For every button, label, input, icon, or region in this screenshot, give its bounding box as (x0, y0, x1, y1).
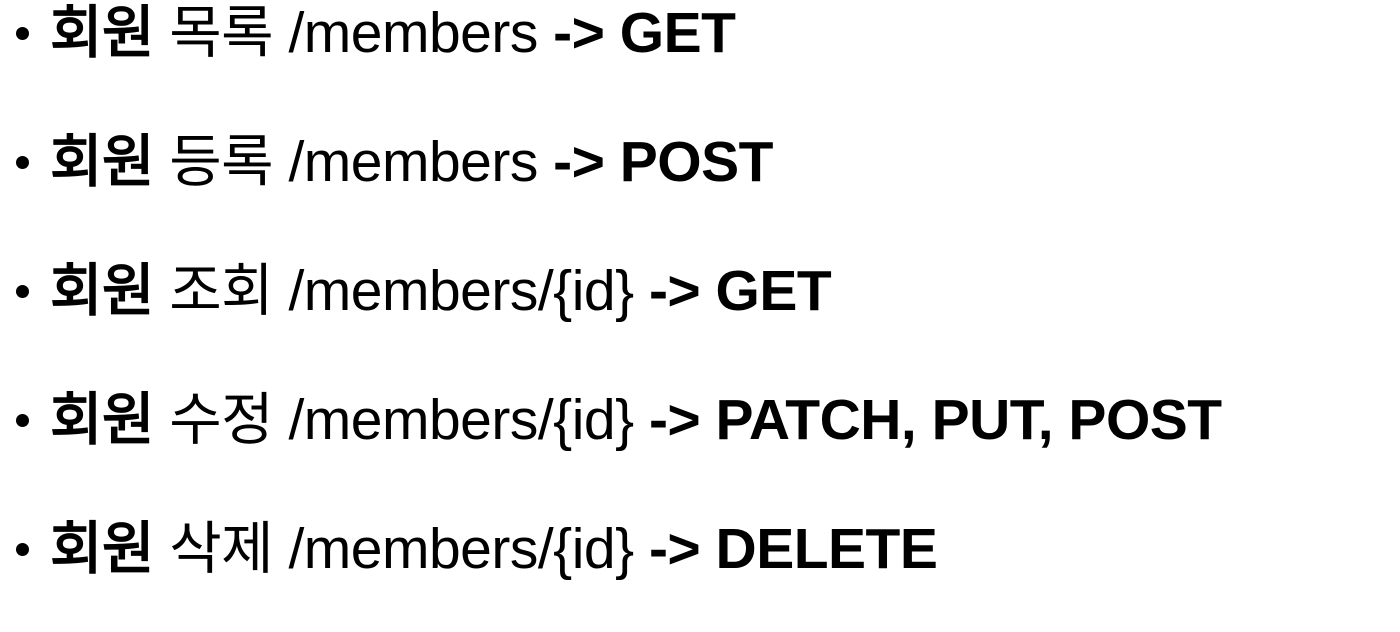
list-item-text: 회원 삭제 /members/{id} -> DELETE (50, 516, 938, 582)
item-keyword: 회원 (50, 388, 154, 452)
list-item-text: 회원 조회 /members/{id} -> GET (50, 258, 832, 324)
endpoint-list: 회원 목록 /members -> GET 회원 등록 /members -> … (16, 0, 1400, 582)
bullet-dot-icon (16, 284, 29, 298)
list-item-text: 회원 등록 /members -> POST (50, 129, 773, 195)
item-keyword: 회원 (50, 130, 154, 194)
item-path: 목록 /members (153, 1, 554, 65)
item-keyword: 회원 (50, 517, 154, 581)
list-item-text: 회원 목록 /members -> GET (50, 0, 736, 66)
item-keyword: 회원 (50, 1, 154, 65)
bullet-dot-icon (16, 413, 29, 427)
list-item: 회원 조회 /members/{id} -> GET (16, 258, 1400, 324)
bullet-dot-icon (16, 26, 29, 40)
bullet-dot-icon (16, 155, 29, 169)
list-item: 회원 등록 /members -> POST (16, 129, 1400, 195)
list-item: 회원 수정 /members/{id} -> PATCH, PUT, POST (16, 387, 1400, 453)
item-path: 등록 /members (153, 130, 554, 194)
item-path: 조회 /members/{id} (153, 259, 649, 323)
item-path: 수정 /members/{id} (153, 388, 649, 452)
item-keyword: 회원 (50, 259, 154, 323)
document-page: 회원 목록 /members -> GET 회원 등록 /members -> … (16, 0, 1400, 582)
item-http-method: -> DELETE (648, 517, 938, 581)
bullet-dot-icon (16, 542, 29, 556)
list-item: 회원 삭제 /members/{id} -> DELETE (16, 516, 1400, 582)
list-item: 회원 목록 /members -> GET (16, 0, 1400, 66)
item-http-method: -> PATCH, PUT, POST (648, 388, 1222, 452)
item-http-method: -> POST (553, 130, 773, 194)
item-http-method: -> GET (553, 1, 736, 65)
item-http-method: -> GET (648, 259, 832, 323)
item-path: 삭제 /members/{id} (153, 517, 649, 581)
list-item-text: 회원 수정 /members/{id} -> PATCH, PUT, POST (50, 387, 1222, 453)
